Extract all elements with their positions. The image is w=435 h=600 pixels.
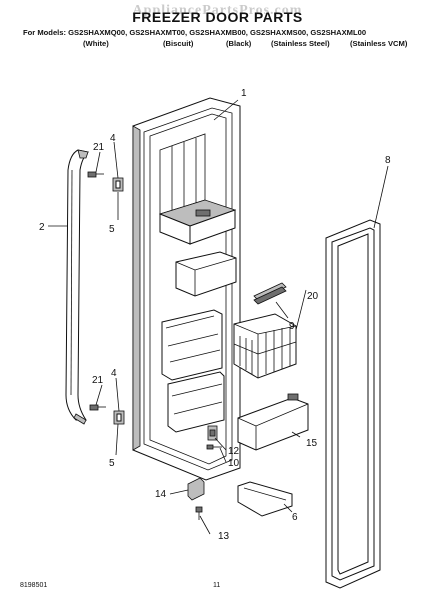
bin-cam bbox=[207, 425, 218, 441]
bracket bbox=[187, 477, 205, 501]
document-number: 8198501 bbox=[20, 582, 48, 589]
handle-spacer-lower bbox=[113, 410, 125, 425]
callouts: 1 2 4 21 5 4 21 5 8 9 20 15 12 10 14 13 … bbox=[39, 88, 391, 542]
callout-15: 15 bbox=[306, 438, 318, 449]
color-label-white: (White) bbox=[83, 39, 109, 48]
watermark: AppliancePartsPros.com bbox=[132, 3, 303, 18]
cam-screw bbox=[206, 444, 222, 450]
freezer-door-panel bbox=[132, 97, 241, 481]
color-label-stainless-steel: (Stainless Steel) bbox=[271, 39, 330, 48]
trim-strip bbox=[253, 282, 287, 305]
callout-21: 21 bbox=[93, 142, 105, 153]
callout-1: 1 bbox=[241, 88, 247, 99]
callout-10: 10 bbox=[228, 458, 240, 469]
callout-21-lower: 21 bbox=[92, 375, 104, 386]
wire-basket bbox=[233, 313, 297, 379]
door-gasket bbox=[325, 219, 381, 589]
lower-bin bbox=[237, 481, 293, 517]
color-label-black: (Black) bbox=[226, 39, 252, 48]
callout-14: 14 bbox=[155, 489, 167, 500]
callout-9: 9 bbox=[289, 321, 295, 332]
callout-5: 5 bbox=[109, 224, 115, 235]
page-title: FREEZER DOOR PARTS bbox=[132, 9, 303, 25]
door-handle bbox=[65, 149, 90, 425]
callout-8: 8 bbox=[385, 155, 391, 166]
color-label-stainless-vcm: (Stainless VCM) bbox=[350, 39, 408, 48]
handle-spacer-upper bbox=[112, 177, 124, 192]
callout-4-lower: 4 bbox=[111, 368, 117, 379]
color-label-biscuit: (Biscuit) bbox=[163, 39, 194, 48]
callout-20: 20 bbox=[307, 291, 319, 302]
callout-13: 13 bbox=[218, 531, 230, 542]
callout-5-lower: 5 bbox=[109, 458, 115, 469]
model-list: For Models: GS2SHAXMQ00, GS2SHAXMT00, GS… bbox=[23, 28, 367, 37]
page-number: 11 bbox=[213, 582, 221, 589]
door-bin bbox=[237, 393, 309, 451]
handle-screw-upper bbox=[87, 171, 104, 178]
callout-4: 4 bbox=[110, 133, 116, 144]
callout-2: 2 bbox=[39, 222, 45, 233]
callout-12: 12 bbox=[228, 446, 240, 457]
bracket-screw bbox=[195, 506, 203, 520]
leader-lines bbox=[48, 99, 389, 535]
callout-6: 6 bbox=[292, 512, 298, 523]
handle-screw-lower bbox=[89, 404, 106, 411]
